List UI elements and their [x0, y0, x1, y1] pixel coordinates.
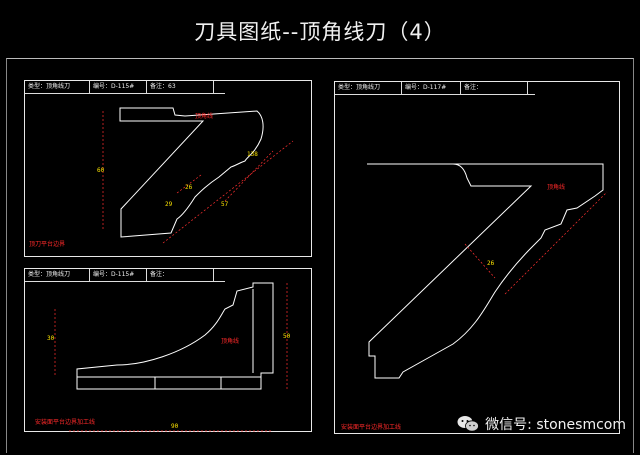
drawing-top-left [102, 107, 294, 244]
header-note: 备注： [461, 82, 528, 94]
header-note: 备注： [147, 269, 214, 281]
outer-border [6, 58, 634, 453]
dim-label: 57 [221, 201, 229, 208]
panel-header: 类型：顶角线刀 编号：D-115# 备注：63 [25, 81, 225, 94]
profile-label: 顶角线 [547, 184, 566, 191]
dim-label: 26 [487, 260, 495, 267]
dim-label: 60 [97, 167, 105, 174]
boundary-note: 安装面平台边界加工线 [341, 424, 402, 431]
dim-label: 50 [283, 333, 291, 340]
header-type: 类型：顶角线刀 [25, 81, 90, 93]
dim-label: 26 [185, 184, 193, 191]
panel-right: 类型：顶角线刀 编号：D-117# 备注： 26 顶角线 安装面平台边界加工线 [334, 81, 620, 434]
page-title: 刀具图纸--顶角线刀（4） [194, 20, 446, 44]
header-note: 备注：63 [147, 81, 214, 93]
boundary-note: 安装面平台边界加工线 [35, 419, 96, 426]
dim-label: 90 [171, 423, 179, 430]
header-code: 编号：D-117# [402, 82, 461, 94]
panel-header: 类型：顶角线刀 编号：D-115# 备注： [25, 269, 225, 282]
boundary-note: 顶刀平台边界 [29, 241, 66, 248]
header-type: 类型：顶角线刀 [335, 82, 402, 94]
header-code: 编号：D-115# [90, 269, 147, 281]
header-code: 编号：D-115# [90, 81, 147, 93]
profile-label: 顶角线 [221, 338, 240, 345]
panel-header: 类型：顶角线刀 编号：D-117# 备注： [335, 82, 535, 95]
watermark: 微信号: stonesmcom [457, 414, 626, 434]
header-type: 类型：顶角线刀 [25, 269, 90, 281]
wechat-icon [457, 415, 480, 433]
watermark-text: 微信号: stonesmcom [485, 417, 626, 433]
drawing-right [367, 163, 608, 379]
panel-top-left: 类型：顶角线刀 编号：D-115# 备注：63 60 26 29 138 57 … [24, 80, 312, 257]
profile-label: 顶角线 [195, 113, 214, 120]
dim-label: 29 [165, 201, 173, 208]
drawing-bottom-left [54, 282, 288, 432]
panel-bottom-left: 类型：顶角线刀 编号：D-115# 备注： 30 50 90 顶角线 安装面平台… [24, 268, 312, 432]
dim-label: 138 [247, 151, 258, 158]
dim-label: 30 [47, 335, 55, 342]
